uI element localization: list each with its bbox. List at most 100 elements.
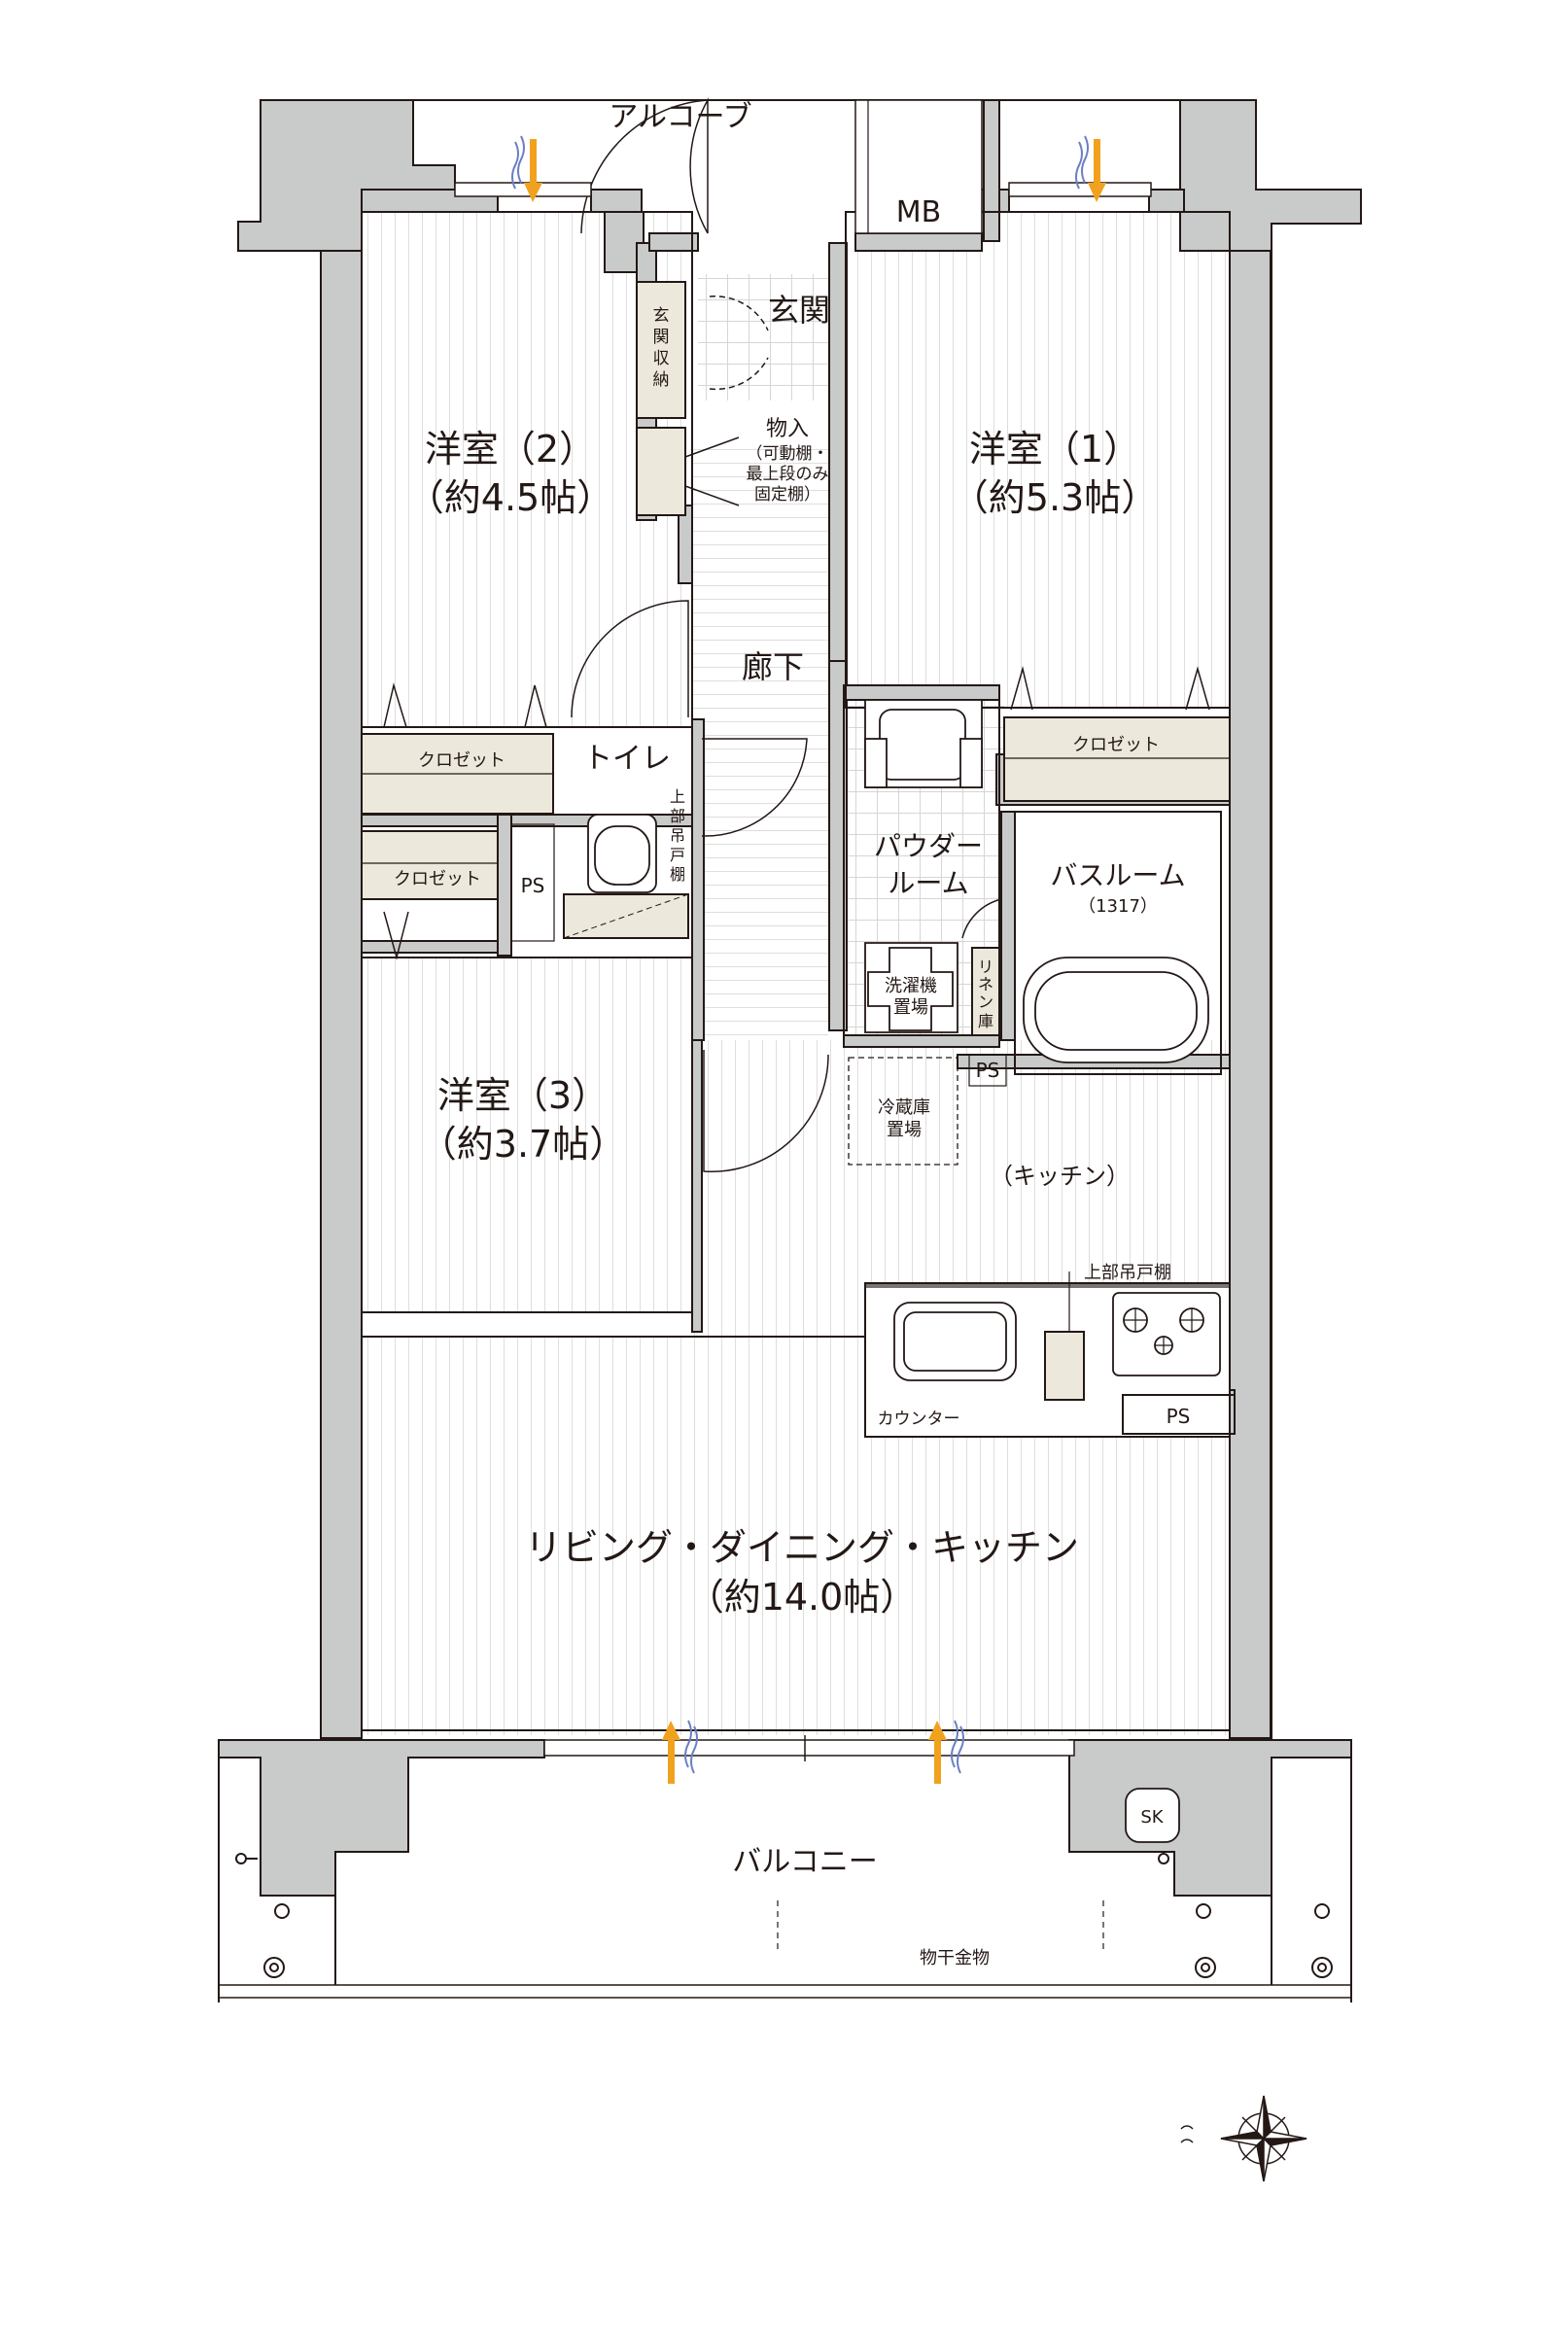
outline xyxy=(218,99,1352,2002)
room1-size: （約5.3帖） xyxy=(952,476,1158,519)
powder-label-1: パウダー xyxy=(874,830,983,862)
washer-icon xyxy=(864,942,958,1033)
fridge-label-1: 冷蔵庫 xyxy=(878,1097,930,1118)
svg-text:固定棚）: 固定棚） xyxy=(754,485,820,505)
room2-door xyxy=(571,600,689,718)
hanger-rings xyxy=(235,1853,1333,1978)
wind-arrow-icon xyxy=(928,1720,964,1784)
room1-floor xyxy=(846,212,1230,708)
wall-toilet-right xyxy=(691,718,705,1041)
wind-arrow-icon xyxy=(662,1720,698,1784)
kitchen-sink-icon xyxy=(893,1302,1017,1381)
fridge-space xyxy=(848,1057,958,1166)
upper-shelf-label: 上部吊戸棚 xyxy=(1084,1263,1171,1283)
room1-closet-doors xyxy=(1010,666,1210,711)
alcove-label: アルコーブ xyxy=(609,100,751,134)
wall-ps-left xyxy=(497,814,512,957)
wall-top-band-left xyxy=(648,232,699,252)
sk-label: SK xyxy=(1140,1807,1164,1828)
ldk-size: （約14.0帖） xyxy=(687,1576,918,1619)
mb-label: MB xyxy=(896,195,941,229)
compass-icon xyxy=(1180,2095,1307,2182)
wall-room2-right xyxy=(678,505,693,584)
wall-powder-top xyxy=(843,684,1000,701)
svg-text:棚: 棚 xyxy=(670,865,685,884)
room3-name: 洋室（3） xyxy=(437,1074,609,1117)
wall-kitchen-top-b xyxy=(843,1034,1000,1048)
vent-arrows xyxy=(511,135,1106,1784)
wall-room3-right xyxy=(691,1039,703,1333)
doors xyxy=(383,97,1210,1173)
bath-name: バスルーム xyxy=(1050,859,1185,891)
room3-floor xyxy=(362,958,692,1312)
ldk-name: リビング・ダイニング・キッチン xyxy=(525,1526,1079,1569)
storage-lines xyxy=(362,757,1236,1435)
corridor-label: 廊下 xyxy=(742,648,804,685)
svg-text:納: 納 xyxy=(653,370,670,390)
genkan-storage xyxy=(636,281,686,419)
sk-icon xyxy=(1125,1788,1180,1843)
window-room1 xyxy=(1008,182,1152,197)
closet-room2-label: クロゼット xyxy=(418,750,505,771)
windows xyxy=(454,99,1152,1761)
svg-text:庫: 庫 xyxy=(978,1012,993,1030)
monoire-label: 物入 （可動棚・ 最上段のみ 固定棚） xyxy=(747,417,829,505)
room2-closet-doors xyxy=(383,682,547,728)
kitchen-label: （キッチン） xyxy=(990,1163,1130,1190)
genkan-storage-label: 玄 関 収 納 xyxy=(653,306,670,390)
ps-bath-label: PS xyxy=(976,1059,1000,1082)
svg-text:吊: 吊 xyxy=(670,826,685,845)
svg-text:玄: 玄 xyxy=(653,306,670,326)
svg-text:部: 部 xyxy=(670,807,685,825)
wall-corridor-right xyxy=(828,660,848,1031)
washer-label-2: 置場 xyxy=(893,997,928,1018)
toilet-icon xyxy=(563,814,689,939)
wall-room3-top xyxy=(361,940,508,954)
room1-name: 洋室（1） xyxy=(969,428,1140,470)
kitchen-shelf xyxy=(1044,1331,1085,1401)
genkan-label: 玄関 xyxy=(768,292,830,329)
powder-label-2: ルーム xyxy=(888,867,968,899)
room2-name: 洋室（2） xyxy=(425,428,596,470)
genkan-swing xyxy=(709,296,769,391)
genkan-floor xyxy=(698,274,829,400)
wall-room1-top-b xyxy=(1148,189,1185,213)
fixtures xyxy=(235,699,1333,1978)
toilet-door xyxy=(701,738,808,837)
svg-text:関: 関 xyxy=(653,328,670,347)
svg-text:（可動棚・: （可動棚・ xyxy=(747,444,829,464)
bathtub-icon xyxy=(1023,957,1209,1063)
svg-text:物入: 物入 xyxy=(766,417,809,441)
ps-kitchen-label: PS xyxy=(1167,1405,1191,1428)
counter-label: カウンター xyxy=(878,1410,960,1429)
closet-room1 xyxy=(1003,716,1231,802)
closet-room3 xyxy=(361,830,499,900)
svg-text:リ: リ xyxy=(978,958,993,976)
linen-label: リ ネ ン 庫 xyxy=(978,958,993,1030)
svg-text:収: 収 xyxy=(653,349,670,368)
wind-arrow-icon xyxy=(1075,135,1106,202)
window-room2 xyxy=(454,182,592,197)
wall-left xyxy=(320,250,363,1739)
wind-arrow-icon xyxy=(511,135,542,202)
room3-closet-doors xyxy=(383,911,409,960)
room2-size: （約4.5帖） xyxy=(407,476,613,519)
monoire-door xyxy=(684,436,740,506)
bath-size: （1317） xyxy=(1078,896,1158,917)
svg-text:ネ: ネ xyxy=(978,975,993,993)
labels: アルコーブ MB 玄関 玄 関 収 納 物入 （可動棚・ 最上段のみ 固定棚） … xyxy=(394,100,1190,1968)
wall-genkan-right xyxy=(828,242,848,720)
svg-text:上: 上 xyxy=(670,787,685,806)
svg-text:最上段のみ: 最上段のみ xyxy=(747,465,829,484)
balcony-label: バルコニー xyxy=(732,1845,877,1879)
wall-right xyxy=(1229,250,1272,1739)
entrance-door-arc xyxy=(580,99,709,234)
stove-icon xyxy=(1112,1292,1221,1376)
linen-storage xyxy=(971,947,1000,1036)
wall-room2-top-b xyxy=(590,189,643,213)
wall-bath-left xyxy=(1000,811,1016,1041)
room3-size: （約3.7帖） xyxy=(420,1123,626,1166)
wall-mb-bottom xyxy=(854,232,983,252)
toilet-shelf-label: 上 部 吊 戸 棚 xyxy=(670,787,685,884)
